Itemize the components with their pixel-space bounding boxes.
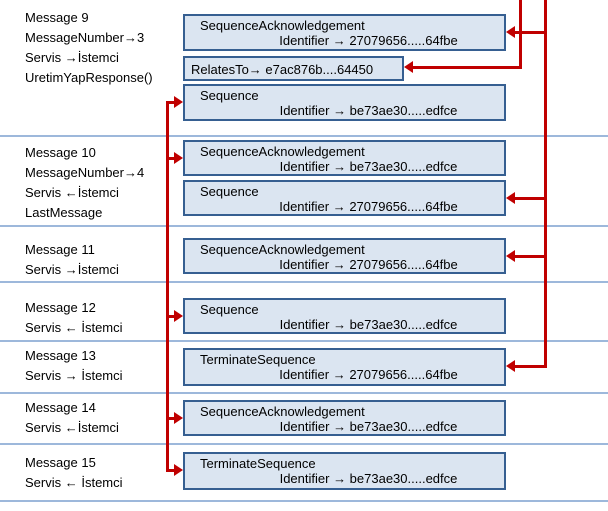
row-divider xyxy=(0,443,608,445)
arrowhead-left-icon xyxy=(506,192,515,204)
message-detail: Servis ←İstemci xyxy=(25,185,119,200)
box-msg9-relates-to: RelatesTo→ e7ac876b....64450 xyxy=(183,56,404,81)
box-title: RelatesTo→ e7ac876b....64450 xyxy=(191,62,374,77)
connector-stub xyxy=(166,315,176,318)
connector-stub xyxy=(514,197,547,200)
message-label-msg11: Message 11 Servis →İstemci xyxy=(25,240,119,280)
box-msg10-sequence: Sequence Identifier → 27079656.....64fbe xyxy=(183,180,506,216)
box-identifier: Identifier → 27079656.....64fbe xyxy=(279,367,458,382)
connector-stub xyxy=(166,417,176,420)
row-divider xyxy=(0,392,608,394)
box-identifier: Identifier → be73ae30.....edfce xyxy=(279,419,458,434)
box-msg15-terminate-sequence: TerminateSequence Identifier → be73ae30.… xyxy=(183,452,506,490)
box-title: Sequence xyxy=(200,88,259,103)
connector-line-right-inner xyxy=(519,0,522,69)
row-divider xyxy=(0,340,608,342)
message-detail: Servis →İstemci xyxy=(25,50,119,65)
message-title: Message 9 xyxy=(25,10,89,25)
message-detail: LastMessage xyxy=(25,205,103,220)
message-detail: Servis → İstemci xyxy=(25,368,123,383)
arrowhead-left-icon xyxy=(506,250,515,262)
arrowhead-right-icon xyxy=(174,152,183,164)
connector-stub xyxy=(514,365,547,368)
connector-stub xyxy=(514,255,547,258)
box-identifier: Identifier → be73ae30.....edfce xyxy=(279,103,458,118)
connector-stub xyxy=(166,157,176,160)
box-identifier: Identifier → be73ae30.....edfce xyxy=(279,471,458,486)
arrowhead-left-icon xyxy=(404,61,413,73)
box-msg10-sequence-acknowledgement: SequenceAcknowledgement Identifier → be7… xyxy=(183,140,506,176)
connector-line-right-outer xyxy=(544,0,547,368)
message-label-msg13: Message 13 Servis → İstemci xyxy=(25,346,123,386)
box-identifier: Identifier → be73ae30.....edfce xyxy=(279,159,458,174)
box-identifier: Identifier → 27079656.....64fbe xyxy=(279,33,458,48)
connector-stub xyxy=(514,31,547,34)
message-label-msg14: Message 14 Servis ←İstemci xyxy=(25,398,119,438)
message-title: Message 15 xyxy=(25,455,96,470)
message-detail: Servis ← İstemci xyxy=(25,475,123,490)
message-title: Message 12 xyxy=(25,300,96,315)
box-msg13-terminate-sequence: TerminateSequence Identifier → 27079656.… xyxy=(183,348,506,386)
box-title: Sequence xyxy=(200,302,259,317)
arrowhead-right-icon xyxy=(174,464,183,476)
connector-stub xyxy=(412,66,522,69)
message-label-msg9: Message 9 MessageNumber→3 Servis →İstemc… xyxy=(25,8,153,88)
box-identifier: Identifier → 27079656.....64fbe xyxy=(279,257,458,272)
message-detail: Servis →İstemci xyxy=(25,262,119,277)
box-msg14-sequence-acknowledgement: SequenceAcknowledgement Identifier → be7… xyxy=(183,400,506,436)
box-title: SequenceAcknowledgement xyxy=(200,242,365,257)
message-title: Message 11 xyxy=(25,242,95,257)
message-detail: Servis ← İstemci xyxy=(25,320,123,335)
box-title: Sequence xyxy=(200,184,259,199)
message-title: Message 13 xyxy=(25,348,96,363)
box-title: SequenceAcknowledgement xyxy=(200,404,365,419)
box-msg11-sequence-acknowledgement: SequenceAcknowledgement Identifier → 270… xyxy=(183,238,506,274)
arrowhead-left-icon xyxy=(506,26,515,38)
message-label-msg12: Message 12 Servis ← İstemci xyxy=(25,298,123,338)
message-detail: Servis ←İstemci xyxy=(25,420,119,435)
box-msg9-sequence-acknowledgement: SequenceAcknowledgement Identifier → 270… xyxy=(183,14,506,51)
row-divider xyxy=(0,281,608,283)
box-title: SequenceAcknowledgement xyxy=(200,144,365,159)
message-detail: UretimYapResponse() xyxy=(25,70,153,85)
box-msg9-sequence: Sequence Identifier → be73ae30.....edfce xyxy=(183,84,506,121)
box-identifier: Identifier → 27079656.....64fbe xyxy=(279,199,458,214)
arrowhead-right-icon xyxy=(174,412,183,424)
box-identifier: Identifier → be73ae30.....edfce xyxy=(279,317,458,332)
row-divider xyxy=(0,135,608,137)
box-title: TerminateSequence xyxy=(200,456,316,471)
message-detail: MessageNumber→3 xyxy=(25,30,145,45)
message-title: Message 10 xyxy=(25,145,96,160)
connector-stub xyxy=(166,101,176,104)
box-title: TerminateSequence xyxy=(200,352,316,367)
connector-stub xyxy=(166,469,176,472)
arrowhead-right-icon xyxy=(174,310,183,322)
message-label-msg15: Message 15 Servis ← İstemci xyxy=(25,453,123,493)
box-msg12-sequence: Sequence Identifier → be73ae30.....edfce xyxy=(183,298,506,334)
message-title: Message 14 xyxy=(25,400,96,415)
message-label-msg10: Message 10 MessageNumber→4 Servis ←İstem… xyxy=(25,143,144,223)
arrowhead-left-icon xyxy=(506,360,515,372)
row-divider xyxy=(0,500,608,502)
box-title: SequenceAcknowledgement xyxy=(200,18,365,33)
row-divider xyxy=(0,225,608,227)
message-detail: MessageNumber→4 xyxy=(25,165,145,180)
connector-line-left xyxy=(166,101,169,472)
arrowhead-right-icon xyxy=(174,96,183,108)
